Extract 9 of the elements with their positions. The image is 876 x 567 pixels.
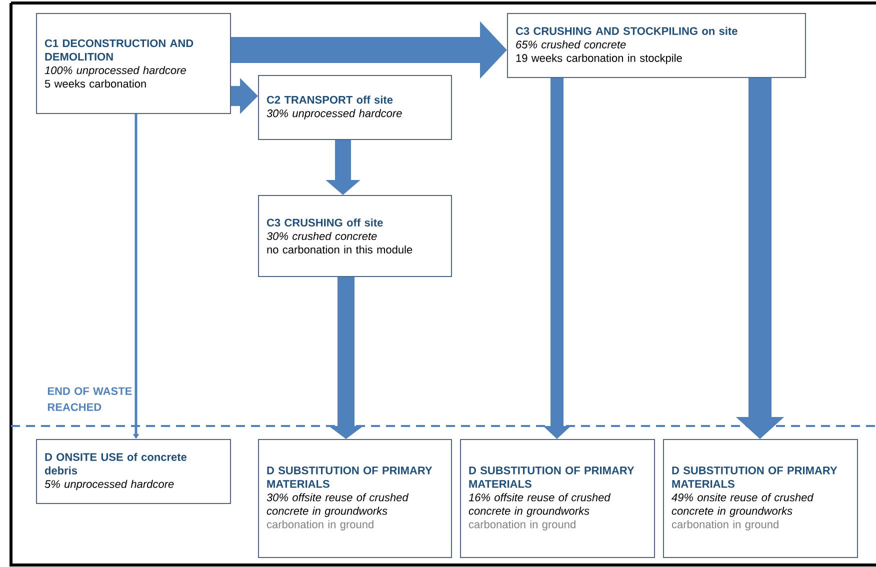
process-box: C2 TRANSPORT off site 30% unprocessed hardcore — [258, 75, 452, 140]
process-box: D SUBSTITUTION OF PRIMARY MATERIALS 30% offsite reuse of crushed concrete in groundworks carbonation in ground — [258, 439, 452, 558]
process-box: D SUBSTITUTION OF PRIMARY MATERIALS 49% onsite reuse of crushed concrete in groundworks carbonation in ground — [663, 439, 858, 558]
threshold-label: END OF WASTE REACHED — [48, 387, 132, 411]
process-box: D ONSITE USE of concrete debris 5% unprocessed hardcore — [36, 439, 231, 504]
process-box: C3 CRUSHING AND STOCKPILING on site 65% crushed concrete 19 weeks carbonation in stockpile — [507, 13, 806, 78]
process-box: C1 DECONSTRUCTION AND DEMOLITION 100% unprocessed hardcore 5 weeks carbonation — [36, 13, 231, 114]
process-box: C3 CRUSHING off site 30% crushed concrete no carbonation in this module — [258, 195, 452, 277]
process-box: D SUBSTITUTION OF PRIMARY MATERIALS 16% offsite reuse of crushed concrete in groundworks carbonation in ground — [460, 439, 655, 558]
